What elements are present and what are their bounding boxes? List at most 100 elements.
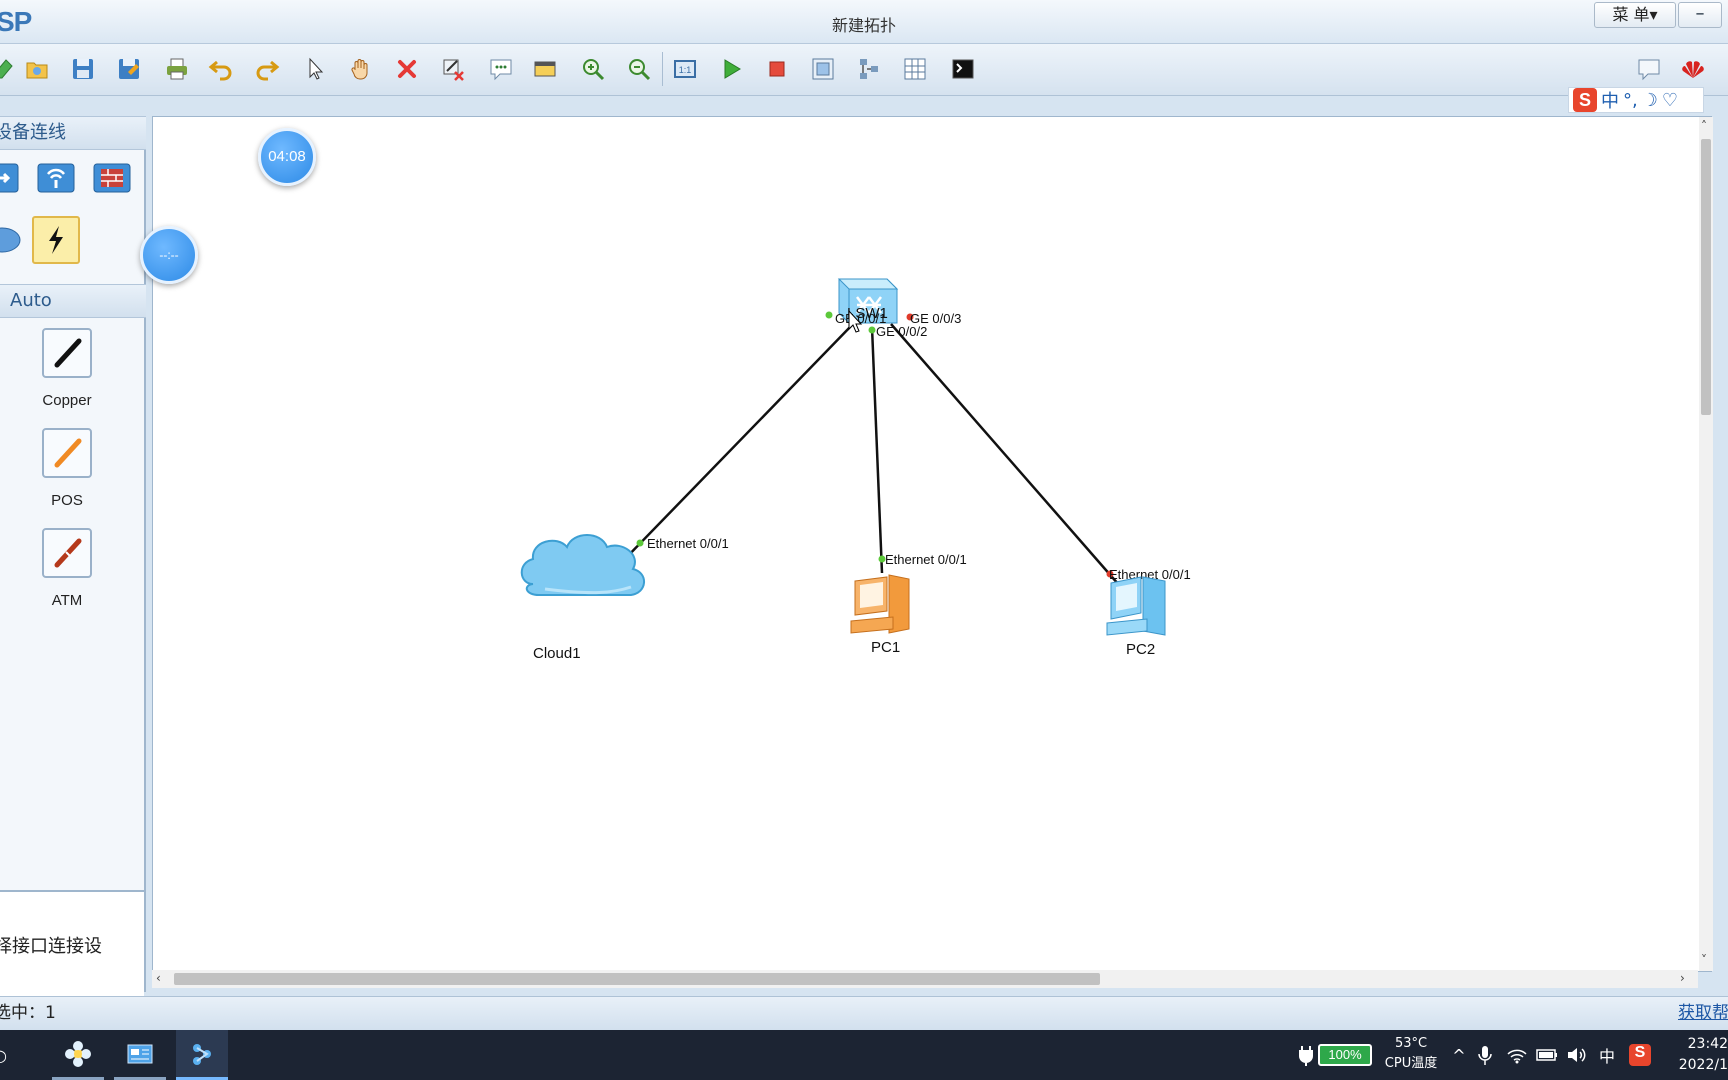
- fit-view-icon[interactable]: 1:1: [670, 54, 700, 84]
- link-pc2[interactable]: [890, 323, 1120, 586]
- clock-time: 23:42: [1687, 1036, 1728, 1052]
- connection-category-icon[interactable]: [32, 216, 80, 264]
- redo-icon[interactable]: [252, 54, 282, 84]
- undo-icon[interactable]: [206, 54, 236, 84]
- topology-diagram[interactable]: LSW1 GE 0/0/1 GE 0/0/2 GE 0/0/3 Ethernet…: [153, 117, 1693, 973]
- select-pointer-icon[interactable]: [300, 54, 330, 84]
- port-label-pc1: Ethernet 0/0/1: [885, 552, 967, 567]
- system-clock[interactable]: 23:42 2022/1: [1668, 1034, 1728, 1076]
- topology-icon[interactable]: [854, 54, 884, 84]
- port-dot-pc1-eth: [878, 555, 886, 563]
- skin-icon[interactable]: ♡: [1661, 89, 1679, 111]
- start-device-icon[interactable]: [716, 54, 746, 84]
- atm-cable-button[interactable]: [42, 528, 92, 578]
- secondary-timer-badge[interactable]: --:--: [140, 226, 198, 284]
- pc1-device[interactable]: [850, 574, 910, 634]
- zoom-out-icon[interactable]: [624, 54, 654, 84]
- power-plug-icon[interactable]: [1296, 1030, 1316, 1080]
- cloud1-label: Cloud1: [533, 645, 581, 662]
- scroll-up-icon[interactable]: ˄: [1701, 119, 1707, 133]
- port-dot-pc2-eth: [1106, 570, 1114, 578]
- cloud1-device[interactable]: [520, 534, 645, 596]
- get-help-link[interactable]: 获取帮助: [1678, 1003, 1728, 1023]
- switch-lsw1[interactable]: [837, 278, 899, 324]
- scroll-right-icon[interactable]: ›: [1680, 971, 1685, 985]
- pc1-label: PC1: [871, 639, 900, 656]
- port-label-cloud1: Ethernet 0/0/1: [647, 536, 729, 551]
- copper-cable-button[interactable]: [42, 328, 92, 378]
- pc2-label: PC2: [1126, 641, 1155, 658]
- battery-tray-icon[interactable]: [1534, 1030, 1560, 1080]
- port-dot-ge001: [825, 311, 833, 319]
- port-dot-cloud1-eth: [636, 539, 644, 547]
- horizontal-scrollbar[interactable]: ‹ ›: [152, 970, 1698, 988]
- cpu-temperature[interactable]: 53°C CPU温度: [1378, 1034, 1444, 1074]
- wifi-icon[interactable]: [1504, 1030, 1530, 1080]
- taskbar-app-flower-icon[interactable]: [52, 1030, 104, 1080]
- link-pc1[interactable]: [870, 326, 884, 574]
- ime-punctuation[interactable]: °,: [1623, 89, 1638, 111]
- pos-cable-label: POS: [51, 492, 83, 509]
- print-icon[interactable]: [162, 54, 192, 84]
- feedback-icon[interactable]: [1634, 54, 1664, 84]
- capture-icon[interactable]: [808, 54, 838, 84]
- elapsed-timer-badge[interactable]: 04:08: [258, 128, 316, 186]
- link-cloud1[interactable]: [622, 323, 854, 562]
- minimize-button[interactable]: –: [1678, 2, 1722, 28]
- devices-header: 设备连线: [0, 116, 146, 150]
- rectangle-icon[interactable]: [530, 54, 560, 84]
- input-language-indicator[interactable]: 中: [1598, 1047, 1615, 1066]
- zoom-in-icon[interactable]: [578, 54, 608, 84]
- taskbar-app-ensp-icon[interactable]: [176, 1030, 228, 1080]
- toolbar-separator: [662, 52, 663, 86]
- scroll-down-icon[interactable]: ˅: [1701, 953, 1707, 967]
- pan-hand-icon[interactable]: [346, 54, 376, 84]
- text-note-icon[interactable]: [486, 54, 516, 84]
- app-logo: SP: [0, 6, 32, 37]
- router-category-icon[interactable]: [0, 158, 22, 198]
- sogou-tray-icon[interactable]: S: [1626, 1030, 1654, 1080]
- delete-link-icon[interactable]: [438, 54, 468, 84]
- horizontal-scroll-thumb[interactable]: [174, 973, 1100, 985]
- firewall-category-icon[interactable]: [90, 158, 134, 198]
- tray-expand-icon[interactable]: ^: [1452, 1045, 1466, 1065]
- microphone-icon[interactable]: [1474, 1030, 1496, 1080]
- status-bar: 选中：1 获取帮助: [0, 996, 1728, 1030]
- battery-indicator[interactable]: 100%: [1318, 1044, 1372, 1066]
- delete-icon[interactable]: [392, 54, 422, 84]
- taskbar: ○ 100% 53°C CPU温度 ^ 中 S 23:42 2022/1: [0, 1030, 1728, 1080]
- grid-icon[interactable]: [900, 54, 930, 84]
- scroll-left-icon[interactable]: ‹: [156, 971, 161, 985]
- search-icon[interactable]: ○: [0, 1030, 10, 1080]
- vertical-scrollbar[interactable]: ˄ ˅: [1699, 117, 1713, 971]
- taskbar-app-console-icon[interactable]: [114, 1030, 166, 1080]
- window-title: 新建拓扑: [831, 16, 896, 35]
- selection-status: 选中：1: [0, 1003, 56, 1023]
- port-label-ge001: GE 0/0/1: [835, 311, 886, 326]
- ime-toolbar[interactable]: S 中 °, ☽ ♡: [1568, 87, 1704, 113]
- vertical-scroll-thumb[interactable]: [1701, 139, 1711, 415]
- wireless-category-icon[interactable]: [34, 158, 78, 198]
- new-topology-icon[interactable]: [0, 54, 16, 84]
- save-as-icon[interactable]: [114, 54, 144, 84]
- sogou-tray-logo: S: [1629, 1044, 1651, 1066]
- stop-device-icon[interactable]: [762, 54, 792, 84]
- menu-button[interactable]: 菜 单▾: [1594, 2, 1676, 28]
- cpu-temp-label: CPU温度: [1384, 1056, 1438, 1071]
- ime-chinese-mode[interactable]: 中: [1601, 91, 1619, 112]
- pos-cable-button[interactable]: [42, 428, 92, 478]
- huawei-logo-icon[interactable]: [1678, 54, 1708, 84]
- device-panel: 设备连线 Auto Copper POS ATM 择接口连接设: [0, 116, 146, 1080]
- sogou-logo-icon: S: [1573, 88, 1597, 112]
- pc2-device[interactable]: [1106, 576, 1166, 636]
- topology-canvas[interactable]: LSW1 GE 0/0/1 GE 0/0/2 GE 0/0/3 Ethernet…: [152, 116, 1713, 973]
- info-text: 择接口连接设: [0, 936, 102, 957]
- command-line-icon[interactable]: [948, 54, 978, 84]
- auto-header-label: Auto: [10, 290, 52, 311]
- open-file-icon[interactable]: [22, 54, 52, 84]
- moon-icon[interactable]: ☽: [1641, 89, 1658, 111]
- cloud-category-icon[interactable]: [0, 218, 22, 258]
- volume-icon[interactable]: [1564, 1030, 1590, 1080]
- copper-cable-label: Copper: [42, 392, 92, 409]
- save-icon[interactable]: [68, 54, 98, 84]
